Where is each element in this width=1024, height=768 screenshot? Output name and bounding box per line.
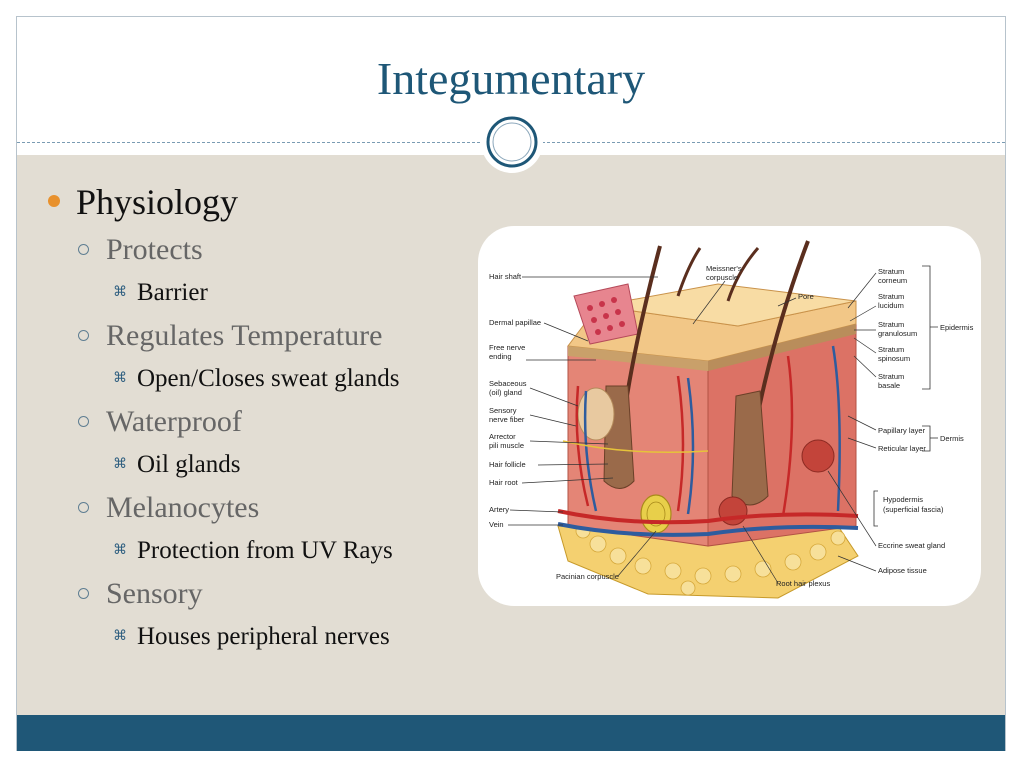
label-ending: ending: [489, 352, 512, 361]
level3-bullet-icon: ⌘: [113, 371, 127, 386]
label-stratum: Stratum: [878, 320, 904, 329]
outline-subitem-uv-protection: Protection from UV Rays: [137, 537, 393, 564]
label-stratum: Stratum: [878, 292, 904, 301]
label-lucidum: lucidum: [878, 301, 904, 310]
level2-bullet-icon: [78, 502, 89, 513]
level3-bullet-icon: ⌘: [113, 285, 127, 300]
label-hair-shaft: Hair shaft: [489, 272, 522, 281]
label-superficial-fascia: (superficial fascia): [883, 505, 944, 514]
label-hair-follicle: Hair follicle: [489, 460, 526, 469]
level3-bullet-icon: ⌘: [113, 457, 127, 472]
label-stratum: Stratum: [878, 267, 904, 276]
label-dermal-papillae: Dermal papillae: [489, 318, 541, 327]
level1-bullet-icon: [48, 195, 60, 207]
outline-item-regulates-temperature: Regulates Temperature: [106, 319, 383, 352]
level2-bullet-icon: [78, 588, 89, 599]
outline-item-waterproof: Waterproof: [106, 405, 242, 438]
level2-bullet-icon: [78, 416, 89, 427]
footer-bar: [17, 715, 1005, 751]
label-pacinian-corpuscle: Pacinian corpuscle: [556, 572, 619, 581]
outline-item-sensory: Sensory: [106, 577, 203, 610]
slide-title: Integumentary: [376, 53, 646, 104]
label-hypodermis: Hypodermis: [883, 495, 923, 504]
level2-bullet-icon: [78, 244, 89, 255]
outline-subitem-barrier: Barrier: [137, 279, 208, 306]
label-root-hair-plexus: Root hair plexus: [776, 579, 830, 588]
label-stratum: Stratum: [878, 345, 904, 354]
outline-item-melanocytes: Melanocytes: [106, 491, 260, 524]
label-granulosum: granulosum: [878, 329, 917, 338]
outline-subitem-sweat-glands: Open/Closes sweat glands: [137, 365, 400, 392]
outline-item-protects: Protects: [106, 233, 203, 266]
outline-heading: Physiology: [76, 182, 239, 222]
circle-ornament-icon: [481, 111, 543, 173]
label-pore: Pore: [798, 292, 814, 301]
skin-cross-section-diagram: Hair shaft Dermal papillae Free nerve en…: [489, 240, 974, 599]
label-eccrine-sweat-gland: Eccrine sweat gland: [878, 541, 945, 550]
label-arrector: Arrector: [489, 432, 516, 441]
label-sebaceous: Sebaceous: [489, 379, 527, 388]
label-epidermis: Epidermis: [940, 323, 974, 332]
label-basale: basale: [878, 381, 900, 390]
label-sensory: Sensory: [489, 406, 517, 415]
outline-subitem-peripheral-nerves: Houses peripheral nerves: [137, 623, 390, 650]
label-papillary-layer: Papillary layer: [878, 426, 926, 435]
label-vein: Vein: [489, 520, 504, 529]
label-reticular-layer: Reticular layer: [878, 444, 926, 453]
label-hair-root: Hair root: [489, 478, 519, 487]
outline-subitem-oil-glands: Oil glands: [137, 451, 241, 478]
label-dermis: Dermis: [940, 434, 964, 443]
label-meissners: Meissner's: [706, 264, 742, 273]
level3-bullet-icon: ⌘: [113, 629, 127, 644]
label-nerve-fiber: nerve fiber: [489, 415, 525, 424]
skin-diagram-card: Hair shaft Dermal papillae Free nerve en…: [478, 226, 981, 606]
label-spinosum: spinosum: [878, 354, 910, 363]
label-adipose-tissue: Adipose tissue: [878, 566, 927, 575]
label-corpuscle: corpuscle: [706, 273, 738, 282]
label-artery: Artery: [489, 505, 509, 514]
label-stratum: Stratum: [878, 372, 904, 381]
label-corneum: corneum: [878, 276, 907, 285]
label-free-nerve: Free nerve: [489, 343, 525, 352]
label-oil-gland: (oil) gland: [489, 388, 522, 397]
level3-bullet-icon: ⌘: [113, 543, 127, 558]
label-pili-muscle: pili muscle: [489, 441, 524, 450]
level2-bullet-icon: [78, 330, 89, 341]
